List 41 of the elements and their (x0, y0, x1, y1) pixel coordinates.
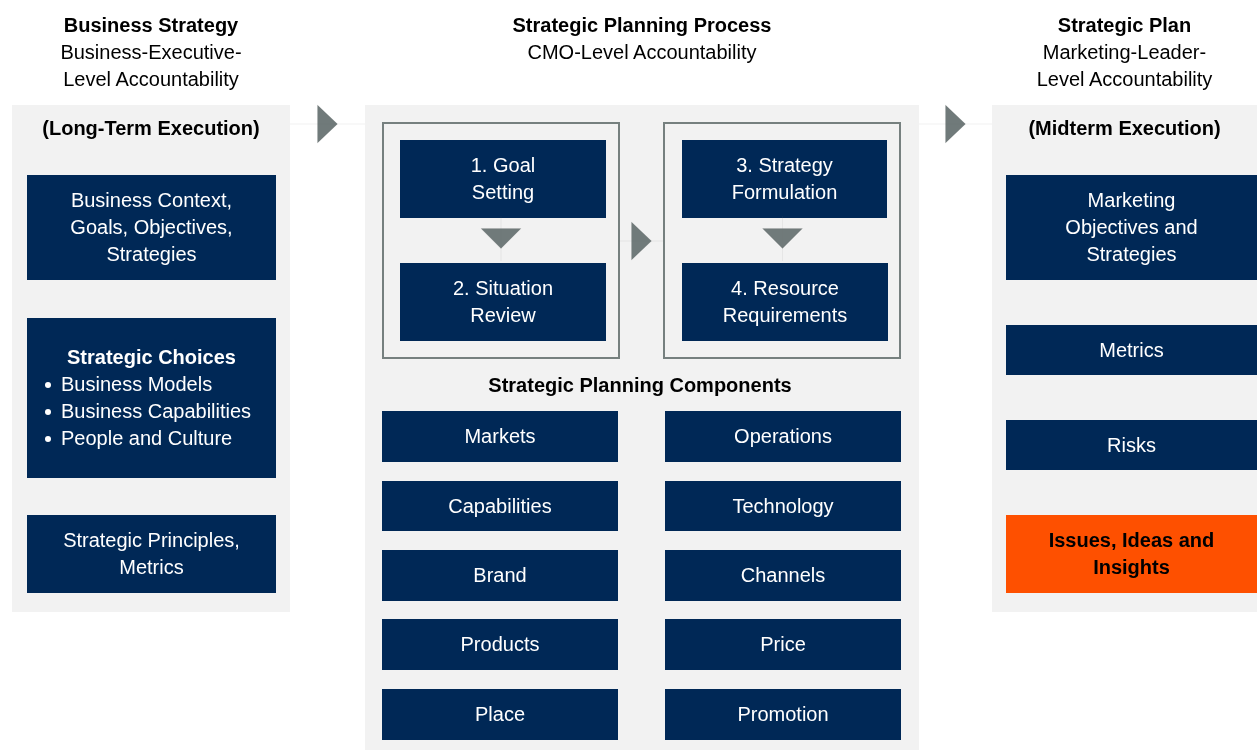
bullet-text: Business Models (61, 373, 213, 395)
process-box: Place (382, 689, 618, 740)
panel-heading: (Midterm Execution) (1027, 116, 1222, 141)
process-box: Capabilities (382, 481, 618, 531)
process-box: 2. Situation Review (400, 263, 606, 341)
group-frame (382, 122, 620, 359)
chevron-arrow (289, 104, 366, 144)
panel-title: Business Strategy (62, 13, 240, 38)
process-box: Brand (382, 550, 618, 601)
chevron-arrow (762, 215, 803, 262)
process-box: Price (665, 619, 901, 670)
process-box: Marketing Objectives and Strategies (1006, 175, 1257, 280)
section-heading: Strategic Planning Components (487, 374, 793, 397)
box-heading: Strategic Choices (67, 345, 236, 370)
panel-title: Strategic Planning Process (511, 13, 773, 38)
process-box: 1. Goal Setting (400, 140, 606, 218)
process-box: Markets (382, 411, 618, 462)
highlight-box: Issues, Ideas and Insights (1006, 515, 1257, 593)
chevron-arrow (918, 104, 993, 144)
process-box: Promotion (665, 689, 901, 740)
process-box: 3. Strategy Formulation (682, 140, 887, 218)
process-box: Products (382, 619, 618, 670)
process-box: Risks (1006, 420, 1257, 470)
process-box: Channels (665, 550, 901, 601)
process-box: 4. Resource Requirements (682, 263, 888, 341)
group-frame (663, 122, 901, 359)
panel-subtitle: Marketing-Leader-Level Accountability (1035, 40, 1214, 92)
process-box: Technology (665, 481, 901, 531)
bullet-text: Business Capabilities (61, 400, 252, 422)
panel-heading: (Long-Term Execution) (41, 116, 261, 141)
panel-subtitle: Business-Executive-Level Accountability (59, 40, 243, 92)
chevron-arrow (619, 221, 664, 261)
process-box (27, 318, 276, 478)
panel-title: Strategic Plan (1056, 13, 1193, 38)
process-box: Business Context, Goals, Objectives, Strategies (27, 175, 276, 280)
panel-subtitle: CMO-Level Accountability (526, 40, 758, 65)
bullet-text: People and Culture (61, 427, 233, 449)
process-box: Strategic Principles, Metrics (27, 515, 276, 593)
chevron-arrow (480, 215, 522, 262)
process-box: Metrics (1006, 325, 1257, 375)
process-box: Operations (665, 411, 901, 462)
